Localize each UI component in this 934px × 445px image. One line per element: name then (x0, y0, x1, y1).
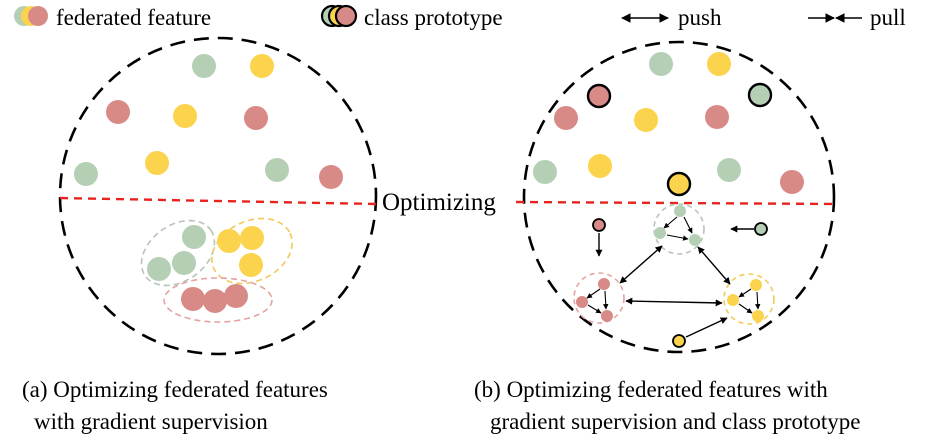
feature-point (181, 287, 205, 311)
cluster-yellow-outline (211, 217, 293, 285)
feature-point (533, 160, 557, 184)
feature-point (182, 225, 206, 249)
feature-point (705, 105, 729, 129)
panel-a-divider (59, 196, 377, 206)
cluster-red-outline (163, 277, 273, 323)
feature-point (598, 278, 610, 290)
panel-b-divider (515, 200, 835, 206)
feature-point (752, 310, 764, 322)
feature-point (576, 296, 588, 308)
panel-b-boundary (522, 40, 836, 354)
feature-point (588, 154, 612, 178)
caption-a-line1: (a) Optimizing federated features (22, 377, 328, 402)
feature-point (106, 100, 130, 124)
panel-b-scattered-features (533, 52, 804, 194)
intra-arrow (738, 303, 753, 314)
panel-a (58, 36, 378, 356)
caption-a-line2: with gradient supervision (34, 409, 268, 434)
feature-point (727, 294, 739, 306)
class-prototype-red (586, 83, 612, 109)
feature-point (147, 257, 171, 281)
feature-point (239, 253, 263, 277)
feature-point (717, 158, 741, 182)
intra-cluster-arrows (586, 216, 761, 314)
optimizing-label: Optimizing (382, 189, 496, 216)
cluster-red-outline (573, 272, 625, 324)
cluster-yellow-outline (723, 273, 775, 325)
feature-point (192, 54, 216, 78)
feature-point (173, 104, 197, 128)
panel-b-clusters (573, 203, 775, 348)
feature-point (145, 151, 169, 175)
panel-b (515, 40, 836, 354)
legend: federated feature class prototype push p… (14, 4, 906, 30)
legend-push: push (678, 5, 722, 30)
intra-arrow (666, 234, 689, 241)
caption-b-line2: gradient supervision and class prototype (490, 409, 860, 434)
feature-point (224, 284, 248, 308)
push-arrows (619, 245, 731, 307)
intra-arrow (683, 216, 693, 234)
legend-class-prototype: class prototype (364, 5, 503, 30)
feature-point (780, 170, 804, 194)
federated-feature-icon (14, 6, 48, 26)
caption-b-line1: (b) Optimizing federated features with (474, 377, 828, 402)
feature-point (217, 229, 241, 253)
class-prototype-green-small (754, 222, 768, 236)
intra-arrow (587, 304, 602, 314)
intra-arrow (754, 291, 761, 310)
feature-point (707, 52, 731, 76)
intra-arrow (602, 290, 609, 310)
push-arrow (619, 245, 663, 284)
feature-point (689, 234, 701, 246)
class-prototype-green (747, 82, 773, 108)
panel-a-clusters (140, 217, 293, 323)
feature-point (554, 106, 578, 130)
feature-point (244, 106, 268, 130)
feature-point (601, 310, 613, 322)
feature-point (319, 165, 343, 189)
legend-pull: pull (870, 5, 906, 30)
pull-arrows (595, 225, 754, 338)
pull-arrow (685, 317, 728, 338)
class-prototype-yellow (666, 171, 692, 197)
feature-point (74, 162, 98, 186)
intra-arrow (586, 288, 601, 299)
feature-point (172, 251, 196, 275)
push-arrow (625, 297, 723, 307)
class-prototype-yellow-small (672, 334, 686, 348)
feature-point (265, 158, 289, 182)
feature-point (203, 289, 227, 313)
feature-point (674, 205, 686, 217)
cluster-green-outline (140, 219, 216, 287)
feature-point (240, 226, 264, 250)
panel-a-boundary (58, 36, 378, 356)
push-arrow (697, 246, 731, 285)
cluster-green-outline (653, 203, 705, 255)
feature-point (750, 279, 762, 291)
feature-point (250, 54, 274, 78)
feature-point (649, 52, 673, 76)
panel-a-scattered-features (74, 54, 343, 189)
class-prototype-red-small (592, 218, 606, 232)
panel-b-class-prototypes (586, 82, 773, 197)
intra-arrow (738, 288, 752, 298)
class-prototype-icon (320, 4, 358, 28)
intra-arrow (663, 216, 678, 229)
feature-point (654, 227, 666, 239)
legend-federated-feature: federated feature (56, 5, 211, 30)
feature-point (634, 108, 658, 132)
